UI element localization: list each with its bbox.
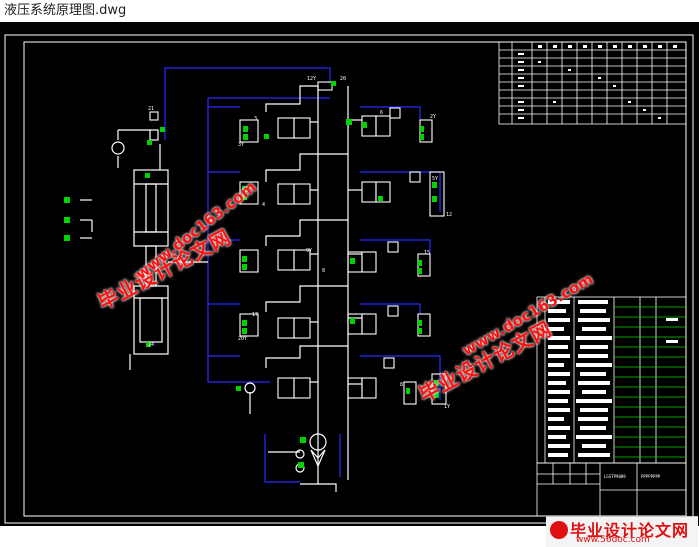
label-21: 21	[148, 106, 154, 112]
upper-cylinder	[133, 169, 169, 247]
white-pipelines	[80, 85, 362, 492]
label-20y: 20Y	[238, 336, 247, 342]
label-9y: 9Y	[306, 248, 312, 254]
revision-table	[498, 41, 687, 125]
label-2y: 2Y	[430, 114, 436, 120]
filter-icon	[310, 449, 326, 468]
label-1y: 1Y	[444, 404, 450, 410]
label-12y: 12Y	[307, 76, 316, 82]
title-block-code: LGSTP9009	[604, 474, 626, 479]
pressure-gauge-icon	[111, 141, 125, 155]
stamp-url: www.56doc.com	[576, 535, 650, 545]
valve-rows	[149, 81, 447, 405]
title-block-sub: PPPPPPPP	[641, 474, 661, 479]
label-3y: 3Y	[238, 142, 244, 148]
hydraulic-schematic: 12Y 20 21 24 6 2Y 3 3Y 4 5Y 12 15 9Y 17 …	[4, 34, 694, 524]
label-8: 8	[400, 382, 403, 388]
site-stamp: 毕业设计论文网 www.56doc.com	[546, 516, 698, 547]
label-15: 15	[424, 250, 430, 256]
parts-list-green-lines	[614, 306, 686, 458]
revision-table-marks	[518, 45, 677, 119]
parts-list-text-bars	[548, 300, 678, 457]
label-17: 17	[252, 312, 258, 318]
label-6: 6	[380, 110, 383, 116]
title-block	[536, 462, 687, 517]
stamp-logo-icon	[550, 521, 568, 539]
label-20: 20	[340, 76, 346, 82]
label-5y: 5Y	[432, 176, 438, 182]
hydraulic-cylinders	[133, 129, 169, 355]
label-12: 12	[446, 212, 452, 218]
label-4: 4	[262, 202, 265, 208]
pump-icon	[309, 433, 327, 451]
drawing-border	[23, 41, 687, 517]
cad-drawing-canvas[interactable]: 12Y 20 21 24 6 2Y 3 3Y 4 5Y 12 15 9Y 17 …	[0, 22, 699, 547]
pressure-gauge-icon-2	[244, 382, 256, 394]
green-markers	[64, 81, 439, 468]
blue-pipelines	[164, 67, 441, 483]
label-24: 24	[148, 342, 154, 348]
outer-frame	[4, 34, 694, 524]
window-title: 液压系统原理图.dwg	[0, 0, 699, 22]
label-3: 3	[254, 116, 257, 122]
label-mid: 8	[322, 268, 325, 274]
